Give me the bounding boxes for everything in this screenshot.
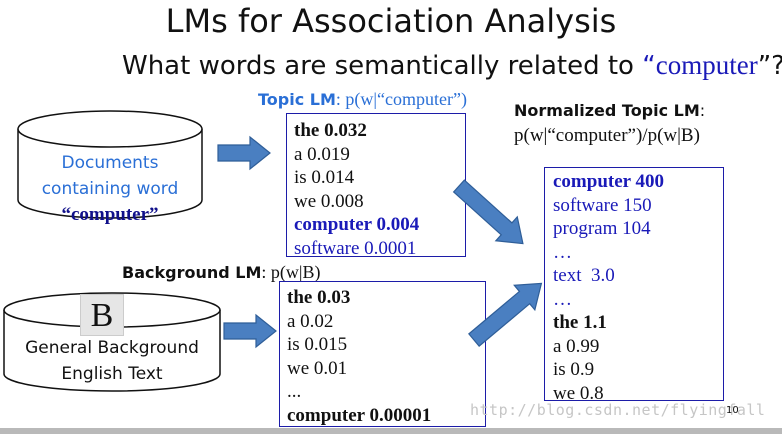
background-lm-row: the 0.03: [287, 287, 351, 308]
subtitle-prefix: What words are semantically related to: [122, 51, 643, 81]
topic-lm-box: the 0.032 a 0.019 is 0.014 we 0.008 comp…: [286, 113, 466, 259]
background-b-box: B: [80, 294, 124, 336]
topic-lm-label-rest: : p(w|“computer”): [335, 89, 467, 109]
normalized-lm-row: …: [553, 241, 572, 263]
background-lm-row: a 0.02: [287, 310, 334, 332]
topic-lm-row: a 0.019: [294, 143, 350, 165]
watermark: http://blog.csdn.net/flyingfall: [470, 401, 766, 419]
topic-lm-row: computer 0.004: [294, 214, 420, 235]
slide-subtitle: What words are semantically related to “…: [122, 50, 782, 81]
topic-lm-row: the 0.032: [294, 120, 367, 141]
normalized-lm-formula: p(w|“computer”)/p(w|B): [514, 125, 700, 146]
topic-lm-label: Topic LM: p(w|“computer”): [258, 89, 467, 110]
background-lm-row: ...: [287, 381, 302, 402]
slide-bottom-bar: [0, 428, 782, 434]
slide-title: LMs for Association Analysis: [165, 2, 617, 40]
background-lm-row: is 0.015: [287, 334, 348, 355]
documents-cylinder: [17, 110, 203, 219]
documents-line2: containing word: [41, 179, 179, 199]
background-lm-label-bold: Background LM: [122, 263, 262, 282]
background-b-letter: B: [90, 297, 114, 334]
background-lm-row: computer 0.00001: [287, 404, 432, 426]
topic-lm-row: software 0.0001: [294, 237, 417, 259]
arrow-background-to-bglm-icon: [223, 313, 277, 349]
arrow-topic-to-normalized-icon: [452, 179, 524, 245]
topic-lm-row: we 0.008: [294, 190, 364, 212]
arrow-documents-to-topic-icon: [217, 135, 271, 171]
normalized-lm-row: we 0.8: [553, 382, 604, 404]
normalized-lm-row: text 3.0: [553, 265, 615, 286]
subtitle-term: computer: [655, 50, 758, 80]
normalized-lm-row: the 1.1: [553, 312, 607, 333]
subtitle-quote-close: ”?: [757, 51, 782, 81]
topic-lm-row: is 0.014: [294, 167, 355, 188]
background-lm-label-rest: : p(w|B): [261, 262, 321, 282]
documents-line3: “computer”: [61, 204, 159, 225]
normalized-lm-row: is 0.9: [553, 359, 595, 380]
documents-label: Documents containing word “computer”: [18, 150, 202, 228]
background-lm-row: we 0.01: [287, 357, 348, 379]
page-number: 10: [726, 405, 739, 416]
background-source-line2: English Text: [61, 364, 163, 384]
background-lm-box: the 0.03 a 0.02 is 0.015 we 0.01 ... com…: [279, 281, 486, 427]
normalized-lm-row: a 0.99: [553, 335, 600, 357]
normalized-lm-label-bold: Normalized Topic LM: [514, 101, 700, 120]
documents-line1: Documents: [61, 153, 159, 173]
background-lm-label: Background LM: p(w|B): [122, 262, 320, 283]
normalized-lm-row: program 104: [553, 218, 651, 239]
subtitle-quote-open: “: [642, 51, 656, 81]
background-source-line1: General Background: [25, 338, 199, 358]
normalized-lm-row: …: [553, 288, 572, 310]
normalized-lm-row: software 150: [553, 194, 652, 216]
normalized-lm-label-colon: :: [699, 101, 706, 120]
normalized-lm-label: Normalized Topic LM:: [514, 101, 705, 120]
topic-lm-label-bold: Topic LM: [258, 90, 336, 109]
background-cylinder: [3, 292, 221, 392]
normalized-lm-box: computer 400 software 150 program 104 … …: [544, 167, 724, 404]
background-source-label: General Background English Text: [4, 335, 220, 387]
normalized-lm-row: computer 400: [553, 171, 664, 192]
arrow-bglm-to-normalized-icon: [468, 282, 543, 347]
